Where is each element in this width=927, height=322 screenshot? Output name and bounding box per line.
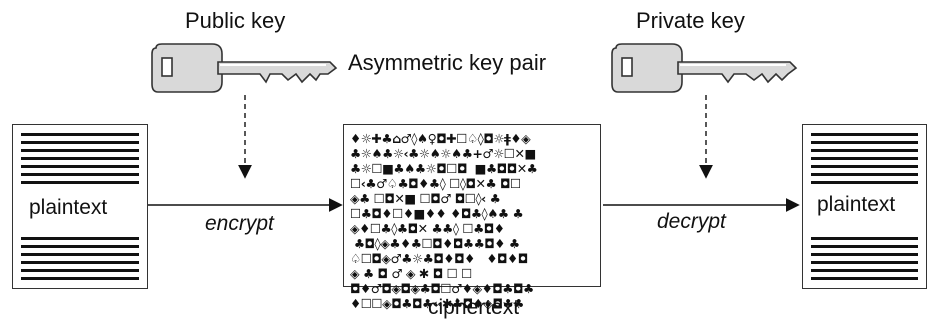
ciphertext-glyphs: ♦☼✚♣⌂♂◊♠♀◘✚☐♤◊◘☼ǂ♦◈ ♣☼♠♣☼‹♣☼♠☼♠♣+♂☼☐✕■ ♣… xyxy=(350,131,538,311)
encrypt-label: encrypt xyxy=(205,212,274,235)
public-key-label: Public key xyxy=(185,8,286,33)
plaintext-document-right: plaintext xyxy=(802,124,927,289)
private-key-label: Private key xyxy=(636,8,745,33)
ciphertext-document: ♦☼✚♣⌂♂◊♠♀◘✚☐♤◊◘☼ǂ♦◈ ♣☼♠♣☼‹♣☼♠☼♠♣+♂☼☐✕■ ♣… xyxy=(343,124,601,311)
decrypt-label: decrypt xyxy=(657,210,726,233)
ciphertext-label: ciphertext xyxy=(428,296,520,319)
plaintext-document-left: plaintext xyxy=(12,124,148,289)
key-icon xyxy=(151,43,338,93)
plaintext-label-left: plaintext xyxy=(27,196,110,220)
plaintext-label-right: plaintext xyxy=(815,193,898,217)
key-icon xyxy=(611,43,798,93)
key-pair-label: Asymmetric key pair xyxy=(348,50,547,75)
